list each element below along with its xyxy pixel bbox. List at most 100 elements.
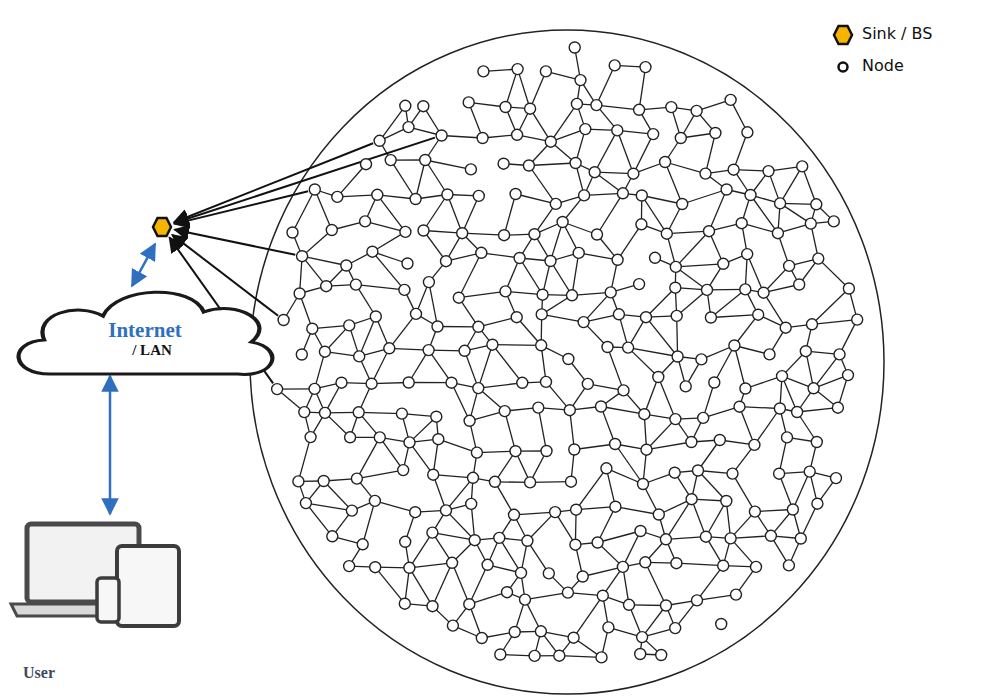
sensor-node [811, 437, 822, 448]
sensor-node [670, 623, 681, 634]
sensor-node [763, 166, 774, 177]
sensor-node [843, 370, 854, 381]
sensor-node [517, 377, 528, 388]
sensor-node [296, 349, 307, 360]
mesh-link [293, 190, 315, 233]
sensor-node [537, 289, 548, 300]
sensor-node [453, 292, 464, 303]
sensor-node [567, 290, 578, 301]
sensor-node [410, 194, 421, 205]
sensor-node [278, 315, 289, 326]
mesh-link [666, 499, 692, 539]
field-boundary [250, 30, 884, 694]
sensor-node [804, 466, 815, 477]
sensor-node [828, 216, 839, 227]
mesh-link [409, 568, 432, 606]
sensor-node [751, 561, 762, 572]
sensor-node [700, 531, 711, 542]
sensor-node [511, 312, 522, 323]
sensor-node [566, 476, 577, 487]
sensor-node [811, 199, 822, 210]
sensor-node [692, 595, 703, 606]
sensor-node [293, 476, 304, 487]
sensor-node [780, 322, 791, 333]
sensor-node [597, 590, 608, 601]
sensor-node [677, 199, 688, 210]
sensor-node [423, 345, 434, 356]
sensor-node [344, 320, 355, 331]
mesh-link [572, 253, 579, 295]
sensor-node [399, 598, 410, 609]
sensor-node [573, 247, 584, 258]
sensor-node [653, 372, 664, 383]
phone [97, 578, 119, 622]
sensor-node [471, 447, 482, 458]
sensor-node [569, 444, 580, 455]
mesh-link [754, 409, 780, 445]
sensor-node [396, 408, 407, 419]
sensor-node [592, 537, 603, 548]
sensor-node [686, 437, 697, 448]
sensor-node [812, 498, 823, 509]
sensor-node [404, 562, 415, 573]
sensor-node [570, 539, 581, 550]
sensor-node [495, 649, 506, 660]
sensor-node [765, 530, 776, 541]
mesh-link [518, 69, 531, 109]
sensor-node [582, 378, 593, 389]
sensor-node [473, 190, 484, 201]
mesh-link [409, 563, 452, 568]
sensor-node [696, 354, 707, 365]
sensor-node [578, 317, 589, 328]
mesh-link [357, 470, 403, 479]
mesh-link [597, 193, 623, 234]
mesh-link [425, 160, 471, 169]
sensor-node [510, 189, 521, 200]
sensor-node [428, 469, 439, 480]
legend-text: Node [862, 56, 904, 75]
sensor-node [797, 161, 808, 172]
mesh-link [432, 533, 474, 541]
mesh-link [751, 195, 778, 233]
sensor-node [305, 432, 316, 443]
sensor-node [808, 383, 819, 394]
mesh-link [733, 474, 755, 512]
sensor-node [736, 218, 747, 229]
sensor-node [691, 105, 702, 116]
sensor-node [792, 407, 803, 418]
cloud-node: Internet/ LAN [5, 282, 285, 382]
mesh-link [315, 190, 332, 231]
sensor-node [557, 217, 568, 228]
sensor-node [783, 560, 794, 571]
mesh-link [711, 289, 745, 317]
sensor-node [318, 476, 329, 487]
user-node: User [5, 512, 185, 696]
sensor-node [774, 468, 785, 479]
sensor-node [568, 632, 579, 643]
sensor-node [787, 504, 798, 515]
sensor-node [287, 227, 298, 238]
sensor-node [354, 351, 365, 362]
sensor-node [418, 101, 429, 112]
sensor-node [523, 160, 534, 171]
sensor-node [794, 279, 805, 290]
sensor-nodes [272, 42, 863, 663]
sensor-node [403, 377, 414, 388]
sensor-node [525, 477, 536, 488]
sensor-node [512, 64, 523, 75]
sensor-node [705, 312, 716, 323]
mesh-link [478, 345, 492, 388]
sensor-node [721, 184, 732, 195]
mesh-link [375, 567, 405, 604]
sensor-node [628, 168, 639, 179]
sensor-node [660, 534, 671, 545]
sensor-node [740, 284, 751, 295]
mesh-link [812, 289, 849, 325]
sensor-node [372, 189, 383, 200]
sensor-node [639, 409, 650, 420]
mesh-link [409, 533, 432, 568]
sensor-node [370, 311, 381, 322]
mesh-link [429, 282, 438, 326]
sensor-node [457, 228, 468, 239]
sensor-node [367, 246, 378, 257]
